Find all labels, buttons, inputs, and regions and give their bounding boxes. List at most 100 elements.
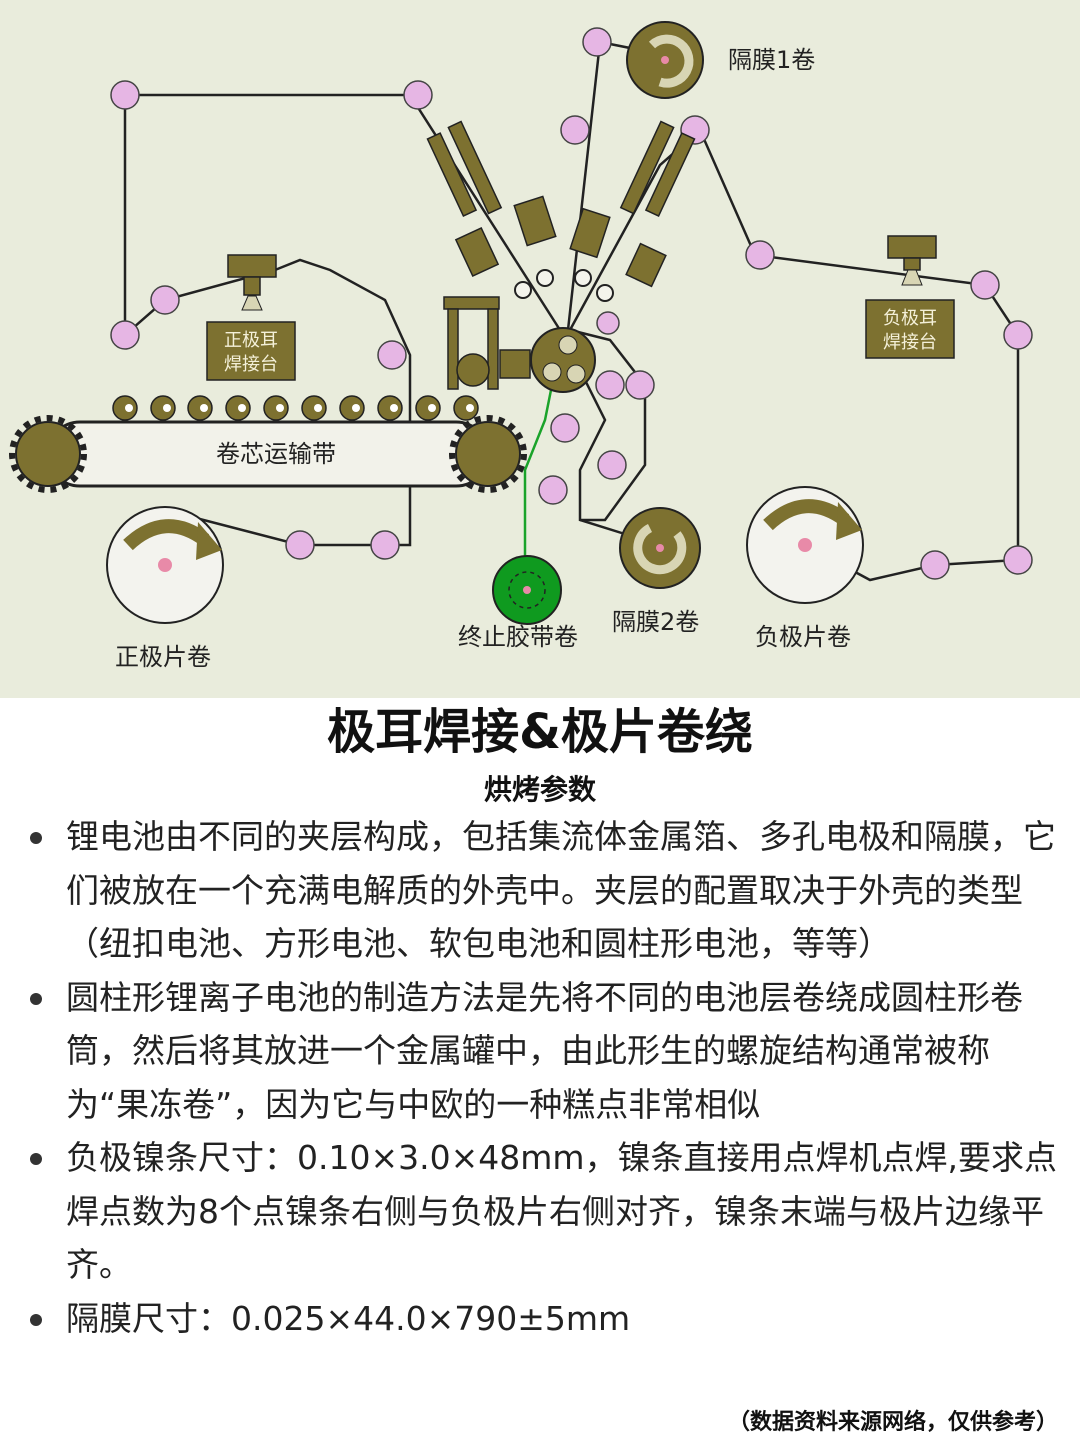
arrow-head-icon	[196, 522, 222, 560]
cutter-assemblies	[426, 120, 696, 288]
mandrel-hole	[566, 364, 586, 384]
guide-roller	[596, 311, 620, 335]
core-center	[238, 404, 246, 412]
guide-roller	[150, 285, 180, 315]
source-note: （数据资料来源网络，仅供参考）	[727, 1410, 1058, 1435]
core-center	[125, 404, 133, 412]
cutter-bar	[619, 120, 675, 215]
guide-rollers	[110, 27, 1033, 580]
guide-roller	[595, 370, 625, 400]
cutter-block	[625, 242, 667, 288]
core-conveyor: 卷芯运输带	[9, 415, 527, 493]
roll-center	[158, 558, 172, 572]
list-item: 负极镍条尺寸：0.10×3.0×48mm，镍条直接用点焊机点焊,要求点焊点数为8…	[20, 1131, 1070, 1292]
guide-roller	[1003, 320, 1033, 350]
core-center	[466, 404, 474, 412]
list-item: 隔膜尺寸：0.025×44.0×790±5mm	[20, 1292, 1070, 1346]
guide-roller	[920, 550, 950, 580]
guide-roller	[538, 475, 568, 505]
rotation-arrow-icon	[123, 519, 210, 551]
guide-roller	[625, 370, 655, 400]
conveyor-label: 卷芯运输带	[216, 440, 336, 468]
list-item-text: 隔膜尺寸：0.025×44.0×790±5mm	[66, 1298, 631, 1338]
sprocket-teeth	[449, 415, 527, 493]
guide-roller	[597, 450, 627, 480]
conveyor-sprocket-left	[15, 421, 81, 487]
guide-roller	[550, 413, 580, 443]
positive-station-label-2: 焊接台	[224, 354, 278, 375]
guide-roller	[370, 530, 400, 560]
winding-head	[443, 296, 596, 393]
cutter-bar	[644, 132, 696, 218]
positive-station-body	[206, 321, 296, 381]
negative-station-label-1: 负极耳	[883, 308, 937, 329]
positive-sheet-roll: 正极片卷	[106, 506, 224, 671]
stop-tape-roll: 终止胶带卷	[458, 555, 578, 651]
guide-roller	[745, 240, 775, 270]
list-item-text: 锂电池由不同的夹层构成，包括集流体金属箔、多孔电极和隔膜，它们被放在一个充满电解…	[66, 817, 1056, 963]
core-center	[428, 404, 436, 412]
guide-roller	[403, 80, 433, 110]
stop-tape-path	[523, 344, 562, 585]
positive-sheet-roll-label: 正极片卷	[115, 643, 211, 671]
rotation-arrow-icon	[763, 499, 850, 531]
roll-center	[656, 544, 664, 552]
rotation-arrow-icon	[648, 34, 694, 88]
separator-roll-1-label: 隔膜1卷	[728, 46, 815, 74]
guide-roller	[377, 340, 407, 370]
mandrel-hole	[542, 362, 562, 382]
nip-rollers	[514, 269, 614, 302]
core-centers	[125, 404, 474, 412]
cutter-block	[454, 226, 500, 278]
roll-center	[523, 586, 531, 594]
cutter-bar	[426, 132, 478, 218]
arrow-head-icon	[836, 502, 862, 540]
mandrel-gear	[456, 353, 490, 387]
cutter-block	[569, 207, 611, 259]
mandrel-arm	[443, 296, 500, 310]
mandrel-arm	[487, 308, 499, 390]
bullet-dot-icon	[30, 992, 42, 1005]
welder-head	[887, 235, 937, 259]
cutter-block	[513, 195, 557, 247]
negative-sheet-roll: 负极片卷	[746, 486, 864, 651]
stop-tape-roll-label: 终止胶带卷	[458, 623, 578, 651]
welder-head	[227, 254, 277, 278]
winding-process-diagram: 正极耳 焊接台 负极耳 焊接台	[0, 0, 1080, 698]
negative-station-label-2: 焊接台	[883, 332, 937, 353]
nip-roller	[514, 281, 532, 299]
separator-roll-1: 隔膜1卷	[626, 21, 815, 99]
roll-center	[798, 538, 812, 552]
guide-roller	[110, 320, 140, 350]
core-center	[390, 404, 398, 412]
nip-roller	[536, 269, 554, 287]
guide-roller	[285, 530, 315, 560]
mandrel-arm	[447, 308, 459, 390]
tape-ring	[508, 571, 546, 609]
welder-stem	[243, 276, 261, 296]
welder-tip	[901, 269, 923, 286]
core-center	[352, 404, 360, 412]
bullet-list: 锂电池由不同的夹层构成，包括集流体金属箔、多孔电极和隔膜，它们被放在一个充满电解…	[20, 810, 1070, 1345]
guide-roller	[1003, 545, 1033, 575]
bullet-dot-icon	[30, 832, 42, 844]
mandrel-hole	[558, 335, 578, 355]
sprocket-teeth	[9, 415, 87, 493]
list-item-text: 负极镍条尺寸：0.10×3.0×48mm，镍条直接用点焊机点焊,要求点焊点数为8…	[66, 1138, 1058, 1284]
positive-station-label-1: 正极耳	[224, 330, 278, 351]
nip-roller	[596, 284, 614, 302]
guide-roller	[582, 27, 612, 57]
conveyor-sprocket-right	[455, 421, 521, 487]
rotation-arrow-icon	[633, 523, 687, 575]
page-title: 极耳焊接&极片卷绕	[327, 704, 753, 760]
core-center	[276, 404, 284, 412]
bullet-dot-icon	[30, 1153, 42, 1165]
cutter-bar	[447, 120, 503, 215]
core-center	[314, 404, 322, 412]
list-item: 圆柱形锂离子电池的制造方法是先将不同的电池层卷绕成圆柱形卷筒，然后将其放进一个金…	[20, 971, 1070, 1132]
welder-tip	[241, 295, 263, 311]
guide-roller	[560, 115, 590, 145]
core-center	[200, 404, 208, 412]
separator-roll-2-label: 隔膜2卷	[612, 608, 699, 636]
negative-station-body	[865, 299, 955, 359]
